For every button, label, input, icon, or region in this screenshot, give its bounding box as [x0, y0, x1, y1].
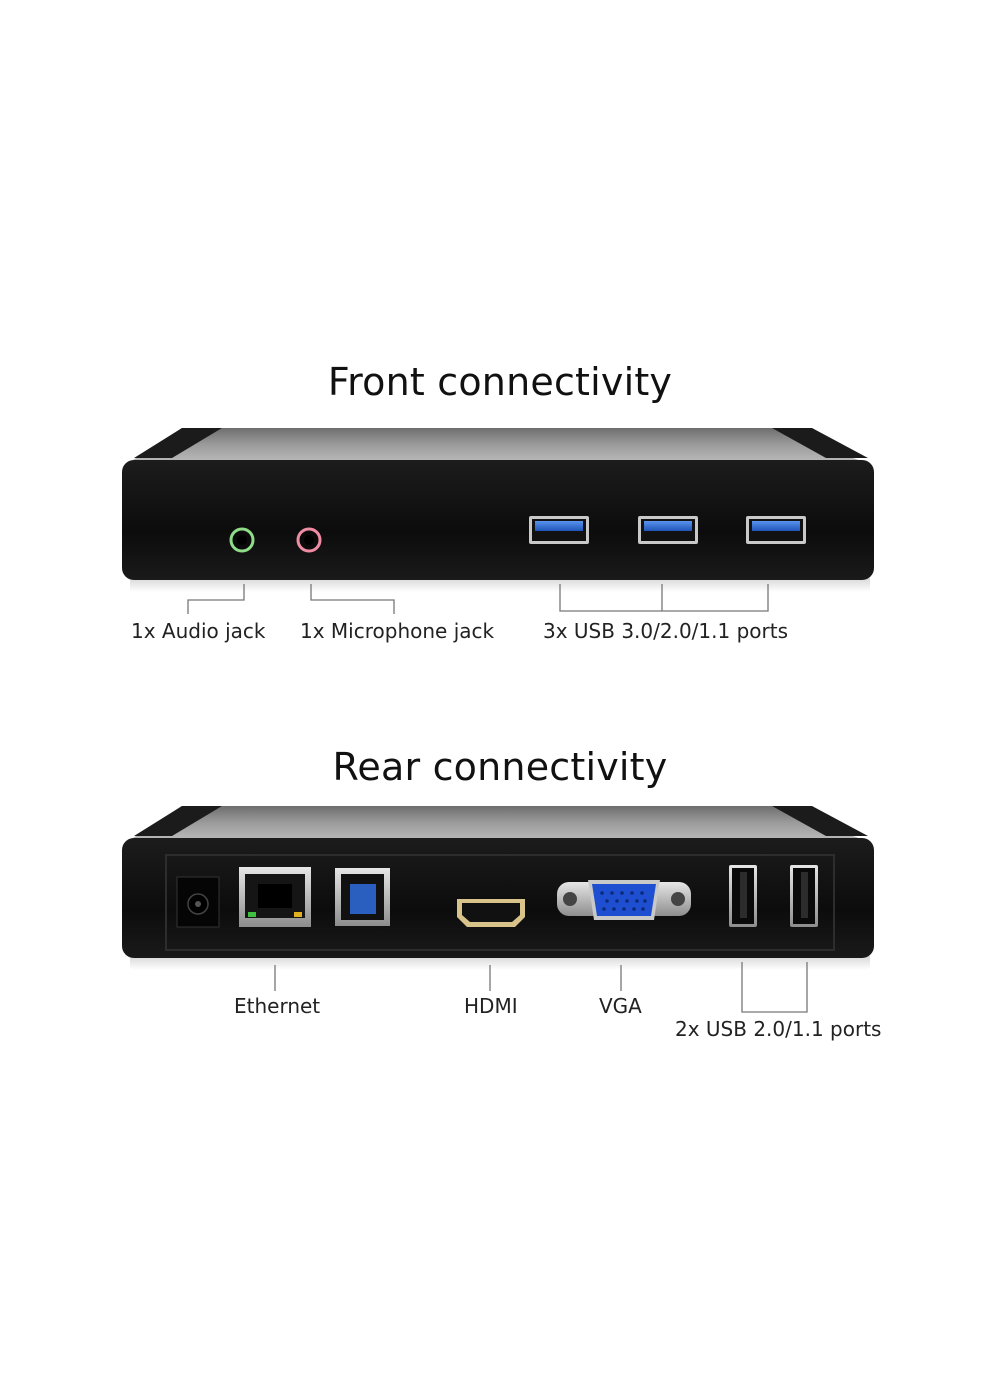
usb2-port-icon [790, 865, 818, 927]
rear-connectivity-heading: Rear connectivity [332, 745, 668, 789]
hdmi-label: HDMI [464, 994, 518, 1018]
front-top-rail-right [772, 428, 868, 458]
front-top-panel [130, 428, 864, 462]
microphone-jack-label: 1x Microphone jack [300, 619, 495, 643]
rear-callout-lines [274, 962, 808, 1013]
rear-device [122, 806, 874, 970]
front-device [122, 428, 874, 592]
usb-b-port-icon [335, 868, 390, 926]
front-reflection [130, 578, 870, 592]
ethernet-port-icon [239, 867, 311, 927]
vga-label: VGA [599, 994, 642, 1018]
rear-port-bezel [165, 854, 835, 951]
rear-top-panel [130, 806, 864, 840]
front-callout-lines [187, 584, 769, 614]
usb3-port-icon [529, 516, 589, 544]
hdmi-port-icon [457, 899, 525, 927]
front-connectivity-heading: Front connectivity [327, 360, 673, 404]
usb3-port-icon [638, 516, 698, 544]
audio-jack-label: 1x Audio jack [131, 619, 266, 643]
usb2-port-icon [729, 865, 757, 927]
usb2-ports-label: 2x USB 2.0/1.1 ports [675, 1017, 882, 1041]
dc-power-jack-icon [176, 876, 220, 928]
rear-reflection [130, 956, 870, 970]
front-top-rail-left [134, 428, 222, 458]
vga-port-icon [557, 880, 691, 920]
usb3-port-icon [746, 516, 806, 544]
ethernet-label: Ethernet [234, 994, 321, 1018]
usb3-ports-label: 3x USB 3.0/2.0/1.1 ports [543, 619, 788, 643]
